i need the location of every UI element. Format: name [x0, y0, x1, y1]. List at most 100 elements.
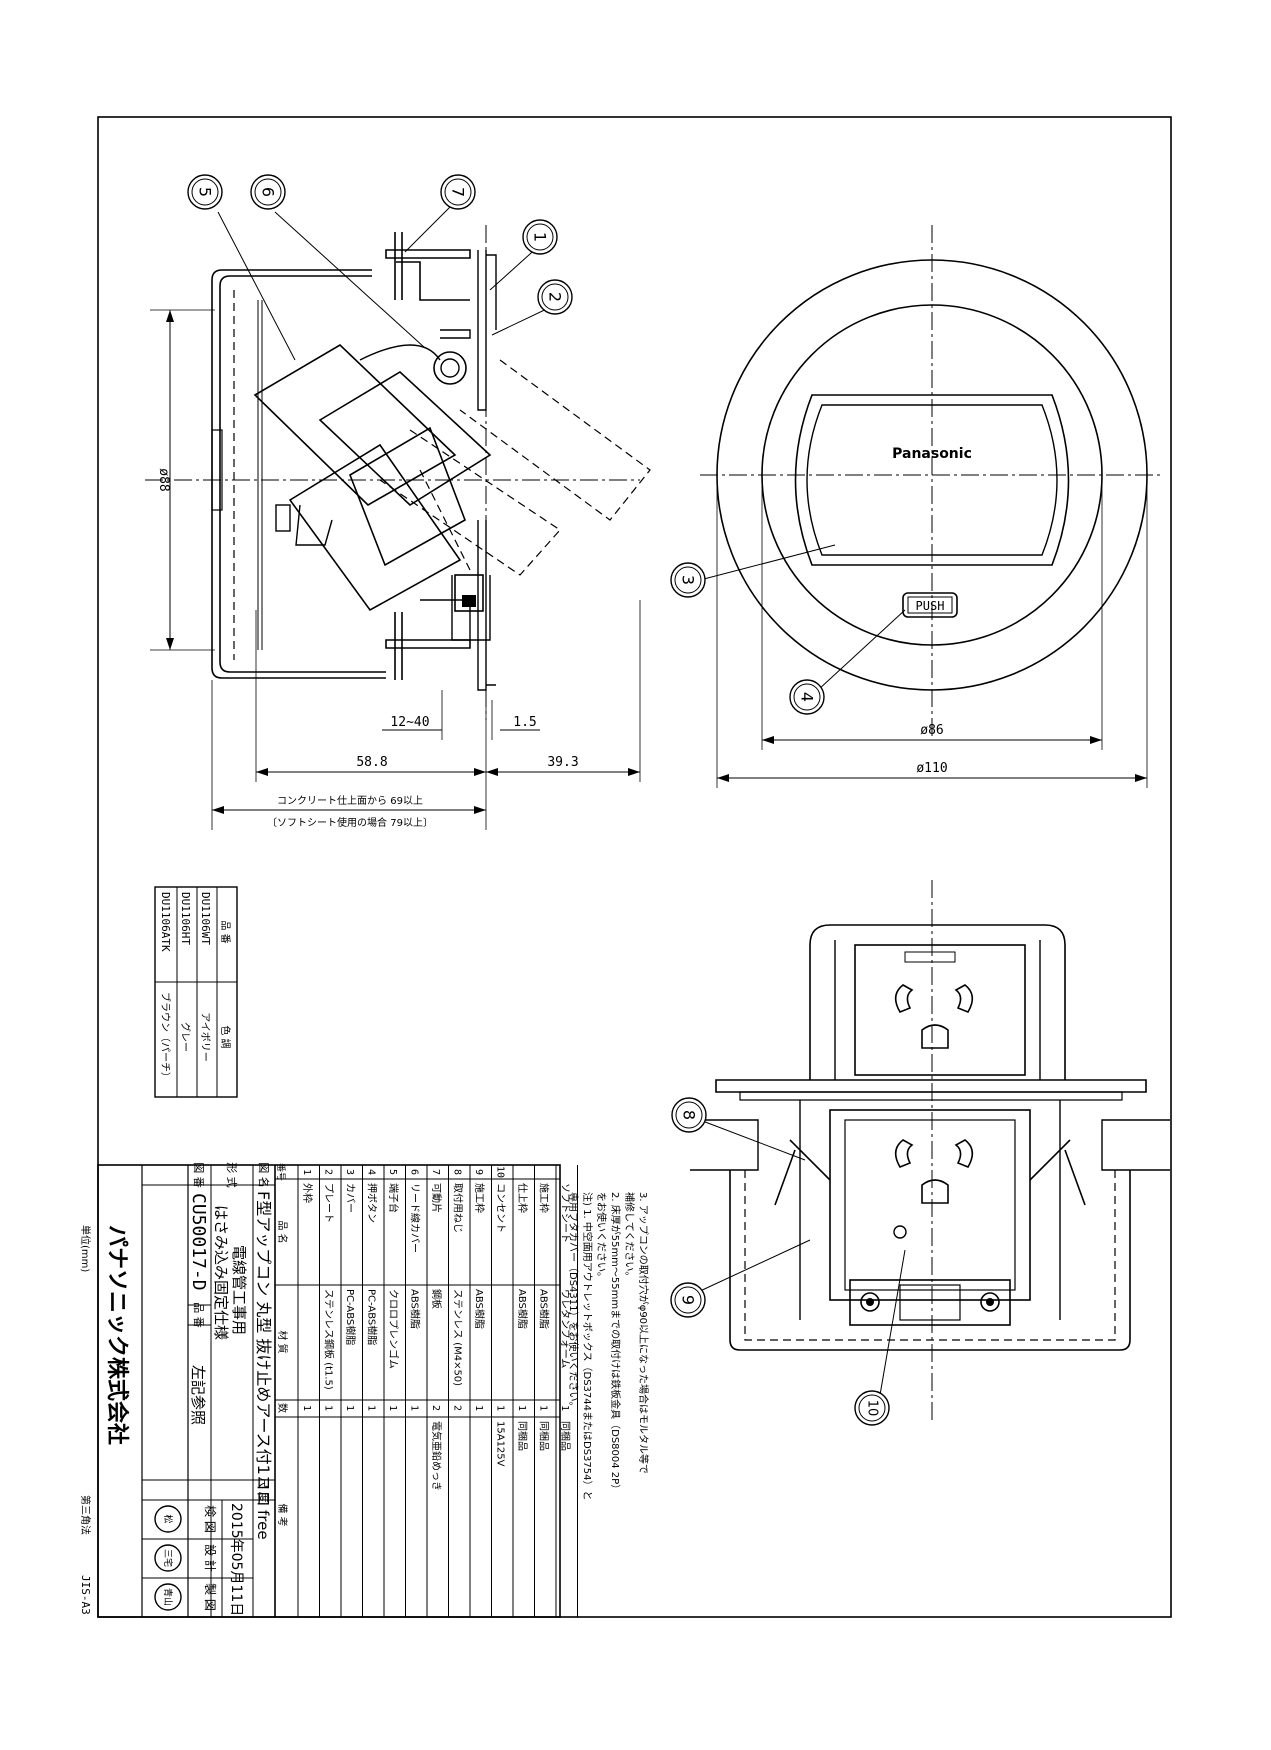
svg-text:3: 3: [679, 575, 698, 585]
part-material: PC-ABS樹脂: [344, 1289, 357, 1345]
note-line: 3. アップコンの取付穴がφ90以上になった場合はモルタル等で: [637, 1192, 650, 1474]
part-name: 取付用ねじ: [452, 1183, 465, 1233]
svg-text:8: 8: [680, 1110, 699, 1120]
part-material: ステンレス (M4×50): [452, 1289, 463, 1386]
variant-part: DU1106ATK: [159, 892, 172, 952]
dim-d110: ø110: [916, 761, 947, 776]
part-qty: 1: [387, 1405, 398, 1411]
parts-header-no: 番号: [275, 1163, 287, 1181]
part-name: カバー: [344, 1183, 356, 1213]
part-number: 9: [473, 1169, 484, 1175]
push-button: [902, 592, 958, 618]
part-number: 3: [344, 1169, 355, 1175]
dim-d88: ø88: [156, 468, 171, 491]
svg-text:三宅: 三宅: [162, 1549, 174, 1567]
side-section-view: [145, 204, 651, 720]
dim-12-40: 12~40: [390, 715, 429, 730]
part-remark: 同梱品: [538, 1421, 551, 1451]
part-number: 10: [495, 1166, 506, 1178]
notes-block: 3. アップコンの取付穴がφ90以上になった場合はモルタル等で 補修してください…: [567, 1192, 650, 1501]
approval-stamp: 三宅: [154, 1544, 182, 1572]
projection-label: 第三角法: [79, 1495, 92, 1535]
part-material: ABS樹脂: [538, 1289, 551, 1329]
part-name: 仕上枠: [516, 1183, 529, 1213]
note-line: 補修してください。: [623, 1192, 636, 1281]
part-number: 5: [387, 1169, 398, 1175]
balloon-7: 7: [440, 174, 476, 210]
part-remark: 同梱品: [559, 1421, 572, 1451]
balloon-1: 1: [522, 219, 558, 255]
svg-text:4: 4: [798, 692, 817, 702]
parts-header-material: 材 質: [276, 1330, 289, 1353]
role-design: 設 計: [203, 1544, 218, 1572]
hinban-label: 品 番: [192, 1302, 205, 1328]
part-material: 鋼板: [430, 1289, 443, 1309]
drawing-border: [97, 116, 1172, 1618]
top-view-dimensions: ø86 ø110: [716, 480, 1148, 788]
part-number: 1: [301, 1169, 312, 1175]
part-qty: 1: [301, 1405, 312, 1411]
scale-label: 尺 度: [257, 1477, 271, 1503]
dim-note-softsheet: 〔ソフトシート使用の場合 79以上〕: [267, 816, 433, 829]
part-qty: 1: [538, 1405, 549, 1411]
svg-text:10: 10: [865, 1400, 880, 1417]
parts-header-qty: 数: [276, 1403, 289, 1413]
balloon-group: 1 2 3 4 5 6 7 8 9 10: [187, 174, 890, 1426]
note-line: 専用フタカバー（DS4311）をお使いください。: [567, 1192, 580, 1412]
part-material: ABS樹脂: [516, 1289, 529, 1329]
svg-text:9: 9: [679, 1295, 698, 1305]
part-qty: 2: [430, 1405, 441, 1411]
side-view-dimensions: ø88 12~40 1.5 58.8 39.3 コンクリート仕上面から 69以上…: [150, 309, 641, 830]
variant-header-color: 色 調: [219, 1025, 232, 1048]
part-number: 8: [452, 1169, 463, 1175]
push-label: PUSH: [916, 599, 945, 613]
part-number: 6: [409, 1169, 420, 1175]
type-label: 形 式: [225, 1162, 238, 1188]
part-qty: 1: [344, 1405, 355, 1411]
part-material: ステンレス鋼板 (t1.5): [323, 1289, 336, 1390]
svg-text:6: 6: [259, 187, 278, 197]
approval-stamp: 青山: [154, 1583, 182, 1611]
variant-color: アイボリー: [199, 1012, 211, 1062]
drawing-number: CU50017-D: [188, 1193, 209, 1291]
svg-text:5: 5: [196, 187, 215, 197]
variant-header-part: 品 番: [219, 920, 231, 943]
part-number: 4: [366, 1169, 377, 1175]
balloon-8: 8: [671, 1097, 707, 1133]
type-line1: 電線管工事用: [230, 1245, 248, 1335]
sheet-size: JIS-A3: [79, 1575, 92, 1615]
part-name: コンセント: [495, 1183, 507, 1233]
part-qty: 1: [559, 1405, 570, 1411]
part-qty: 1: [366, 1405, 377, 1411]
part-number: 2: [323, 1169, 334, 1175]
parts-header-remark: 備 考: [276, 1503, 289, 1526]
note-line: 2. 床厚が55mm～55mmまでの取付けは鉄板金具（DS8004 2P）: [609, 1192, 622, 1494]
svg-text:松: 松: [162, 1514, 174, 1523]
part-name: ソフトシート: [559, 1183, 570, 1243]
part-remark: 15A125V: [495, 1421, 506, 1467]
part-qty: 2: [452, 1405, 463, 1411]
part-name: 施工枠: [473, 1183, 486, 1213]
part-remark: 同梱品: [516, 1421, 529, 1451]
part-qty: 1: [409, 1405, 420, 1411]
balloon-6: 6: [250, 174, 286, 210]
part-name: プレート: [323, 1183, 335, 1223]
balloon-10: 10: [854, 1390, 890, 1426]
role-draw: 製 図: [203, 1583, 217, 1611]
balloon-5: 5: [187, 174, 223, 210]
svg-text:青山: 青山: [162, 1588, 174, 1606]
svg-text:2: 2: [546, 292, 565, 302]
part-material: ABS樹脂: [409, 1289, 422, 1329]
svg-text:7: 7: [449, 187, 468, 197]
part-qty: 1: [323, 1405, 334, 1411]
dim-58-8: 58.8: [356, 755, 387, 770]
title-label: 図 名: [257, 1162, 271, 1188]
part-qty: 1: [495, 1405, 506, 1411]
note-line: をお使いください。: [595, 1192, 608, 1282]
part-material: ウレタンフォーム: [559, 1289, 571, 1368]
part-remark: 電気亜鉛めっき: [430, 1421, 443, 1491]
type-line2: はさみ込み固定仕様: [212, 1205, 230, 1340]
scale-value: free: [254, 1510, 272, 1540]
